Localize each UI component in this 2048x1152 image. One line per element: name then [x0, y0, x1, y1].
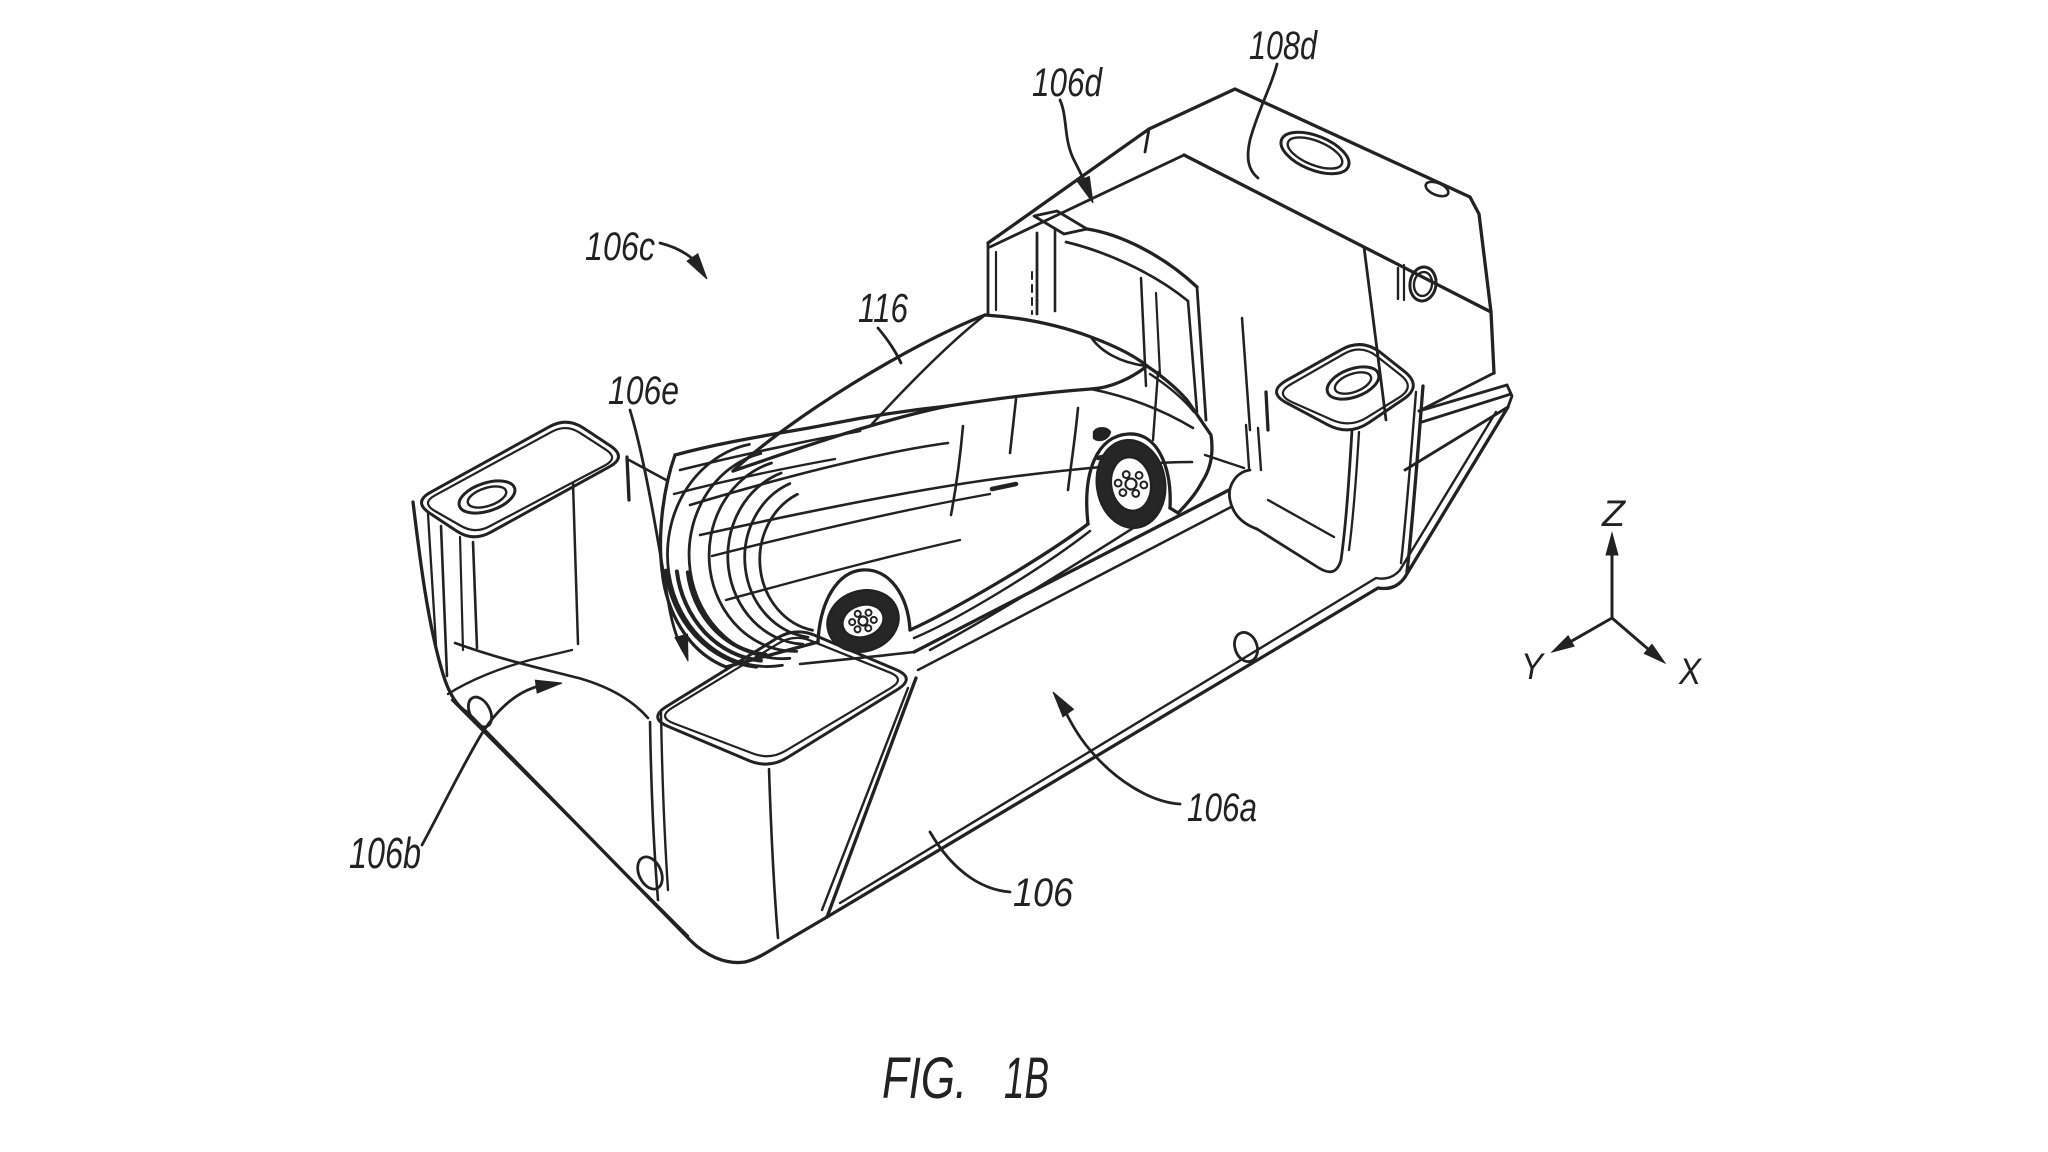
- svg-text:FIG.: FIG.: [882, 1046, 967, 1111]
- svg-text:106a: 106a: [1187, 786, 1257, 830]
- svg-text:108d: 108d: [1249, 24, 1318, 68]
- svg-text:106d: 106d: [1032, 61, 1103, 105]
- svg-text:X: X: [1678, 651, 1702, 692]
- svg-text:116: 116: [858, 285, 908, 331]
- svg-text:106b: 106b: [349, 829, 421, 878]
- svg-text:106c: 106c: [585, 225, 655, 269]
- svg-text:Z: Z: [1601, 493, 1626, 534]
- svg-text:106: 106: [1013, 871, 1074, 915]
- svg-text:Y: Y: [1521, 646, 1545, 687]
- svg-text:106e: 106e: [608, 369, 679, 413]
- svg-text:1B: 1B: [1004, 1046, 1049, 1111]
